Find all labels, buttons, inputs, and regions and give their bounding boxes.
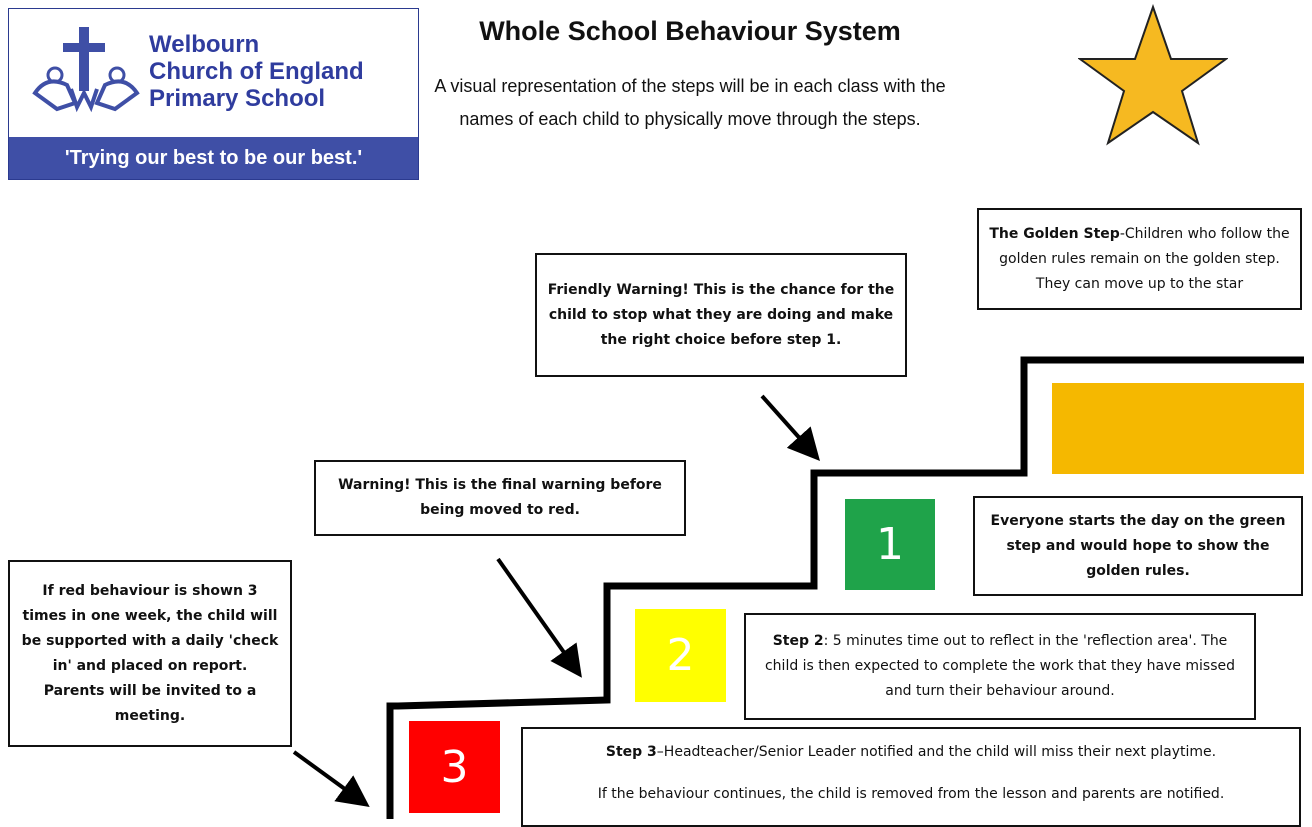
step3-note: Step 3–Headteacher/Senior Leader notifie… [521,727,1301,827]
star-icon [1078,4,1228,146]
step-1-box: 1 [845,499,935,590]
school-motto: 'Trying our best to be our best.' [9,137,418,179]
step-2-number: 2 [666,630,695,681]
golden-step-label: The Golden Step [989,225,1120,242]
step-1-number: 1 [876,519,904,570]
red-repeat-note: If red behaviour is shown 3 times in one… [8,560,292,747]
warning-note: Warning! This is the final warning befor… [314,460,686,536]
step2-note: Step 2: 5 minutes time out to reflect in… [744,613,1256,720]
step3-line1: –Headteacher/Senior Leader notified and … [656,744,1217,760]
page-subtitle: A visual representation of the steps wil… [434,76,946,129]
arrow-icon [496,557,582,678]
arrow-icon [292,750,370,808]
golden-step-text: -Children who follow the golden rules re… [999,225,1290,292]
school-logo: Welbourn Church of England Primary Schoo… [8,8,419,180]
step-2-box: 2 [635,609,726,702]
school-name: Welbourn Church of England Primary Schoo… [149,31,364,112]
friendly-warning-note: Friendly Warning! This is the chance for… [535,253,907,377]
step3-label: Step 3 [605,744,657,760]
step2-text: : 5 minutes time out to reflect in the '… [764,633,1236,699]
step-3-number: 3 [440,741,469,793]
arrow-icon [760,394,820,461]
step-3-box: 3 [409,721,500,813]
step2-label: Step 2 [772,633,824,649]
step3-line2: If the behaviour continues, the child is… [597,786,1225,802]
golden-step-bar [1052,383,1304,474]
golden-step-note: The Golden Step-Children who follow the … [977,208,1302,310]
green-start-note: Everyone starts the day on the green ste… [973,496,1303,596]
page-title: Whole School Behaviour System [479,16,901,46]
cross-logo-icon [32,27,140,113]
